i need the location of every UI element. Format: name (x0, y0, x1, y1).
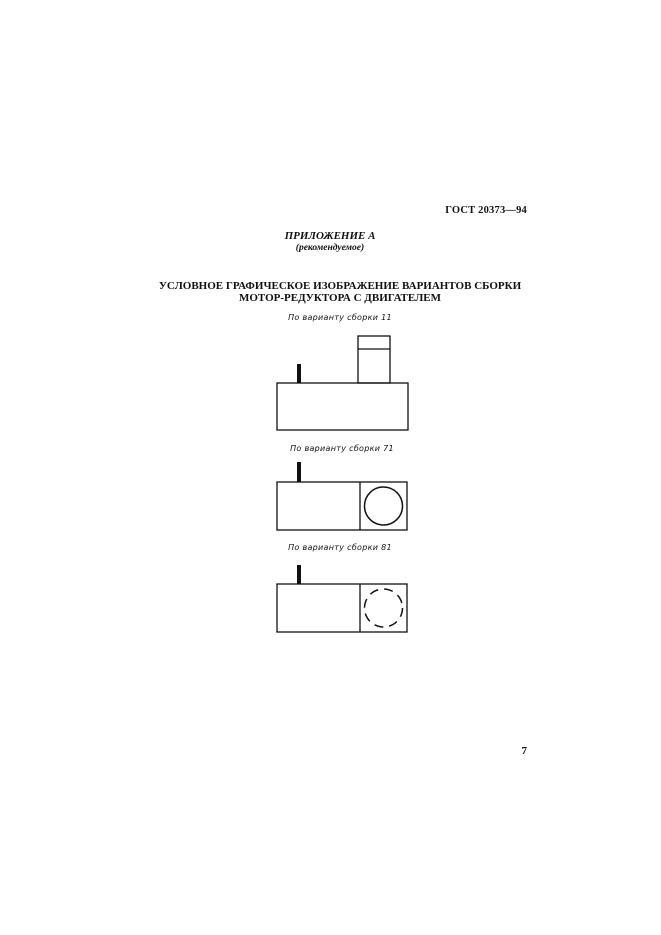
gearbox-body (276, 583, 408, 633)
figure-variant-71 (276, 462, 408, 531)
shaft-mark (297, 462, 301, 482)
motor-upper-block (357, 335, 391, 384)
main-title-line-1: УСЛОВНОЕ ГРАФИЧЕСКОЕ ИЗОБРАЖЕНИЕ ВАРИАНТ… (158, 280, 522, 292)
page-number: 7 (521, 745, 528, 757)
motor-hidden-flange-circle (363, 588, 404, 628)
gearbox-body (276, 481, 408, 531)
main-title: УСЛОВНОЕ ГРАФИЧЕСКОЕ ИЗОБРАЖЕНИЕ ВАРИАНТ… (150, 280, 530, 304)
motor-flange-circle (363, 486, 404, 526)
figure-variant-81 (276, 565, 408, 633)
figure-caption-71: По варианту сборки 71 (290, 444, 394, 453)
appendix-subtitle: (рекомендуемое) (295, 243, 365, 253)
shaft-mark (297, 565, 301, 584)
main-title-line-2: МОТОР-РЕДУКТОРА С ДВИГАТЕЛЕМ (238, 292, 441, 304)
figure-variant-11 (276, 335, 409, 431)
figure-caption-11: По варианту сборки 11 (288, 313, 392, 322)
shaft-mark (297, 364, 301, 383)
gearbox-body (276, 382, 409, 431)
standard-code: ГОСТ 20373—94 (445, 205, 527, 216)
appendix-title: ПРИЛОЖЕНИЕ А (284, 230, 376, 242)
figure-caption-81: По варианту сборки 81 (288, 543, 392, 552)
